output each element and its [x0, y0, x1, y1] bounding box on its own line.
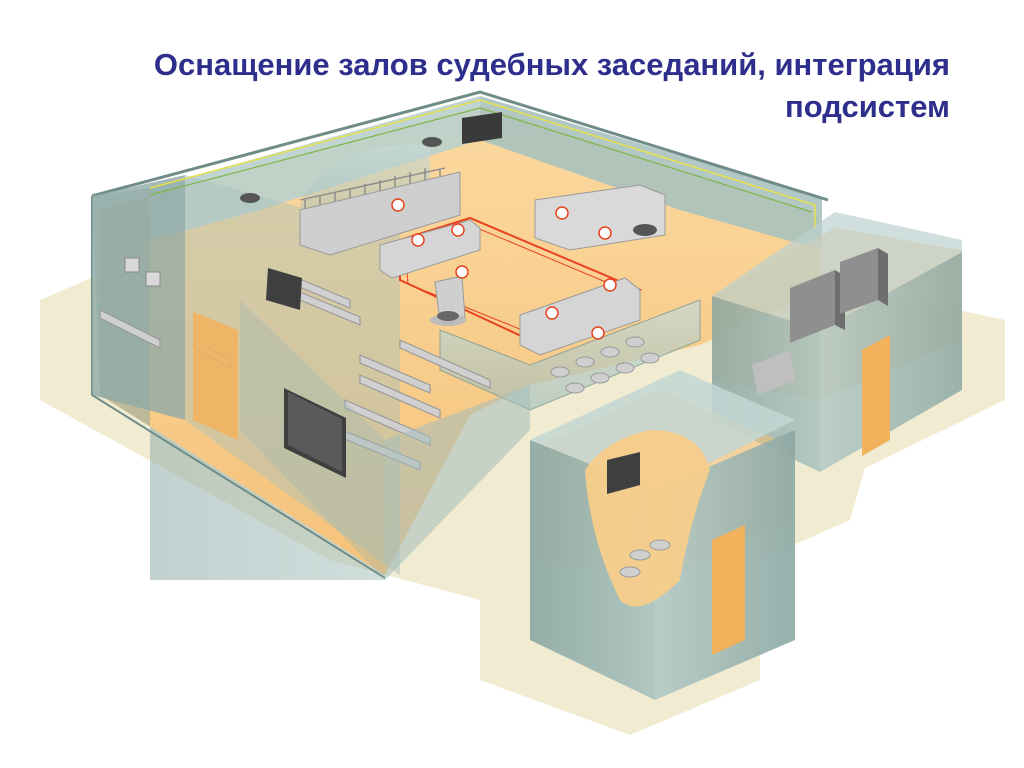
door-left — [193, 312, 238, 440]
camera-icon — [411, 233, 425, 247]
display-screen-icon — [284, 388, 346, 478]
ceiling-microphone — [422, 137, 442, 147]
judges-desk — [534, 184, 666, 251]
left-wall-panel — [92, 175, 185, 420]
display-screen-icon — [462, 112, 502, 144]
server-room-right-wall — [820, 252, 962, 472]
cable-green — [149, 107, 813, 213]
chairs-row — [550, 336, 660, 394]
slide-title-line-2: подсистем — [784, 89, 950, 124]
camera-icon — [451, 223, 465, 237]
left-outer-wall — [92, 188, 385, 580]
camera-icon — [603, 278, 617, 292]
camera-icon — [598, 226, 612, 240]
camera-icon — [591, 326, 605, 340]
table-microphone — [633, 224, 657, 236]
audience-partition — [439, 299, 701, 411]
hall-front-wall — [385, 385, 530, 580]
speaker-icon — [145, 271, 161, 287]
camera-icon — [545, 306, 559, 320]
defense-desk — [519, 277, 641, 356]
display-screen-icon — [607, 452, 640, 494]
cable-yellow — [149, 99, 816, 230]
outer-wall-top-edge — [91, 90, 829, 202]
camera-icon — [555, 206, 569, 220]
table-microphone — [437, 311, 459, 321]
witness-stand — [434, 275, 466, 323]
camera-icon — [391, 198, 405, 212]
witness-room-chairs — [619, 539, 671, 578]
operator-desk — [752, 350, 795, 395]
display-screen-icon — [266, 268, 302, 310]
camera-icon — [455, 265, 469, 279]
speaker-icon — [124, 257, 140, 273]
server-room-door — [862, 335, 890, 456]
slide-title-line-1: Оснащение залов судебных заседаний, инте… — [153, 47, 950, 82]
back-wall — [150, 96, 480, 240]
ceiling-microphone — [240, 193, 260, 203]
server-rack-icon — [840, 248, 888, 314]
cage-base — [299, 171, 461, 256]
server-room-back — [712, 212, 962, 330]
witness-room-door — [712, 525, 745, 655]
slide-title: Оснащение залов судебных заседаний, инте… — [50, 44, 950, 128]
